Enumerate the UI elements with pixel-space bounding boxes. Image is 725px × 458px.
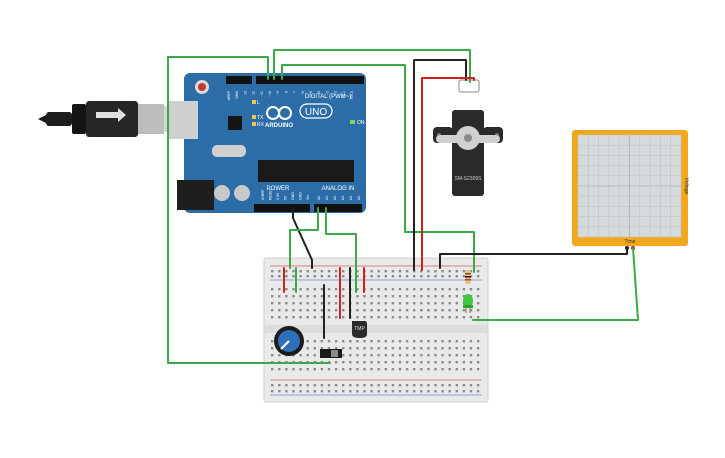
pin-label: 8 (284, 91, 288, 93)
wire-red (421, 77, 475, 271)
pin-label: A0 (317, 196, 321, 200)
pin-label: TX 1 (342, 91, 346, 98)
pin-label: ~3 (325, 91, 329, 95)
wire-black (292, 207, 313, 269)
aref-header[interactable] (226, 76, 252, 84)
temperature-sensor[interactable]: TMP (352, 321, 367, 338)
usb-cable[interactable] (38, 101, 182, 137)
arduino-logo-icon (266, 106, 292, 120)
led-on (350, 120, 355, 124)
servo-motor[interactable]: SM-S2309S (433, 79, 503, 196)
analog-pin-labels: A0 A1 A2 A3 A4 A5 (317, 196, 361, 200)
arduino-uno-board[interactable]: DIGITAL (PWM~) POWER ANALOG IN ARDUINO U… (168, 73, 366, 213)
pin-label: AREF (227, 91, 231, 100)
pin-label: 3.3V (276, 192, 280, 200)
pin-label: 2 (334, 91, 338, 93)
pin-label: RESET (269, 187, 273, 200)
resistor[interactable] (465, 270, 471, 284)
potentiometer[interactable] (274, 326, 304, 356)
wire-green (273, 49, 471, 83)
wires[interactable] (167, 49, 639, 364)
power-label: POWER (267, 186, 290, 192)
led-l-label: L (257, 100, 260, 106)
pin-label: GND (299, 192, 303, 200)
oscilloscope[interactable]: Time Voltage (572, 130, 689, 250)
small-chip (228, 116, 242, 130)
pin-label: ~10 (268, 91, 272, 97)
pin-label: ~11 (260, 91, 264, 97)
wire-black (439, 247, 628, 269)
crystal (212, 145, 246, 157)
pin-label: IOREF (261, 189, 265, 200)
wire-black (413, 59, 467, 271)
pin-label: Vin (306, 195, 310, 200)
usb-port (168, 101, 198, 139)
digital-pin-labels: AREF GND 13 12 ~11 ~10 ~9 8 7 ~6 ~5 4 ~3 2 TX 1 RX 0 (227, 91, 354, 101)
pin-label: A2 (333, 196, 337, 200)
pin-label: 13 (243, 91, 247, 95)
pin-label: GND (235, 91, 239, 99)
capacitor (234, 185, 250, 201)
analog-header[interactable] (314, 204, 362, 212)
led-l (252, 100, 256, 104)
digital-label: DIGITAL (PWM~) (305, 94, 352, 100)
led-tx-label: TX (257, 115, 264, 121)
pin-label: 5V (284, 195, 288, 200)
scope-voltage-label: Voltage (683, 178, 689, 195)
power-header[interactable] (254, 204, 310, 212)
digital-header[interactable] (256, 76, 364, 84)
led-rx (252, 122, 256, 126)
on-label: ON (357, 120, 365, 126)
led-tx (252, 115, 256, 119)
atmega-chip (258, 160, 354, 182)
wire-green (325, 207, 357, 293)
servo-label: SM-S2309S (455, 176, 483, 182)
tmp-sensor-label: TMP (354, 326, 365, 332)
breadboard-center-channel (264, 325, 488, 333)
pin-label: A4 (349, 196, 353, 200)
pin-label: ~6 (301, 91, 305, 95)
wire-green (289, 207, 319, 269)
model-label: UNO (305, 107, 327, 118)
wire-green (167, 56, 331, 364)
slide-switch[interactable] (320, 349, 342, 358)
pin-label: GND (291, 192, 295, 200)
led-green[interactable] (463, 294, 473, 313)
wire-green (281, 64, 475, 273)
pin-label: 12 (252, 91, 256, 95)
analog-label: ANALOG IN (322, 186, 355, 192)
brand-label: ARDUINO (265, 123, 293, 129)
scope-time-label: Time (625, 239, 636, 245)
pin-label: ~5 (309, 91, 313, 95)
wire-green (472, 247, 639, 321)
pin-label: ~9 (276, 91, 280, 95)
pin-label: RX 0 (350, 91, 354, 99)
capacitor (214, 185, 230, 201)
pin-label: A1 (325, 196, 329, 200)
pin-label: 7 (293, 91, 297, 93)
scope-grid (577, 134, 682, 238)
led-rx-label: RX (257, 122, 265, 128)
breadboard[interactable] (263, 257, 489, 403)
pin-label: A5 (357, 196, 361, 200)
pin-label: 4 (317, 91, 321, 93)
power-jack (177, 180, 214, 210)
usb-icon (96, 108, 126, 122)
pin-label: A3 (341, 196, 345, 200)
model-badge (299, 103, 333, 119)
